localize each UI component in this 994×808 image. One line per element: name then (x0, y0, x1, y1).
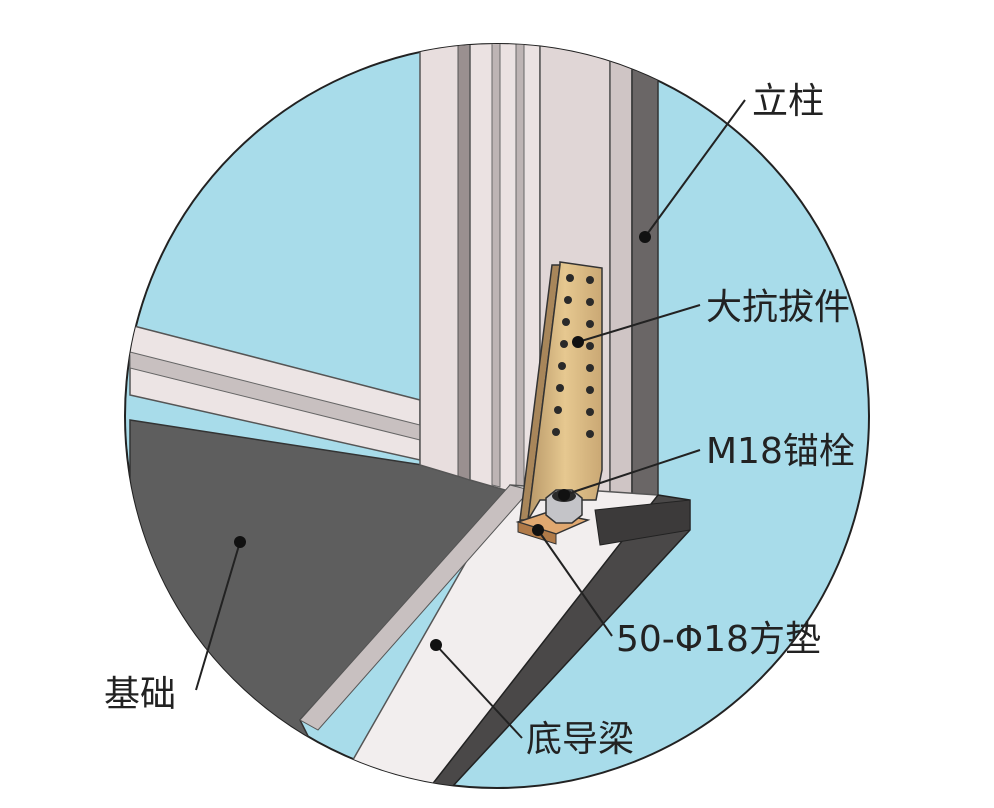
column-dark-edge (631, 44, 659, 512)
bottom-rail-outer-side (418, 494, 691, 788)
label-anchor-bolt: M18锚栓 (706, 431, 855, 472)
label-square-washer: 50-Φ18方垫 (616, 619, 821, 660)
column-face (469, 44, 541, 501)
column-flange (609, 44, 633, 516)
label-foundation: 基础 (104, 674, 177, 715)
label-column: 立柱 (752, 81, 825, 122)
hold-down-screw-holes (552, 274, 594, 438)
bottom-rail-outer-face (594, 499, 691, 546)
leader-dots (234, 231, 651, 651)
column-groove-b (515, 44, 525, 495)
leader-lines (195, 99, 746, 739)
column-groove-a (491, 44, 501, 488)
label-hold-down: 大抗拔件 (706, 287, 851, 328)
label-bottom-rail: 底导梁 (526, 719, 635, 760)
left-stud-edge (457, 44, 471, 481)
